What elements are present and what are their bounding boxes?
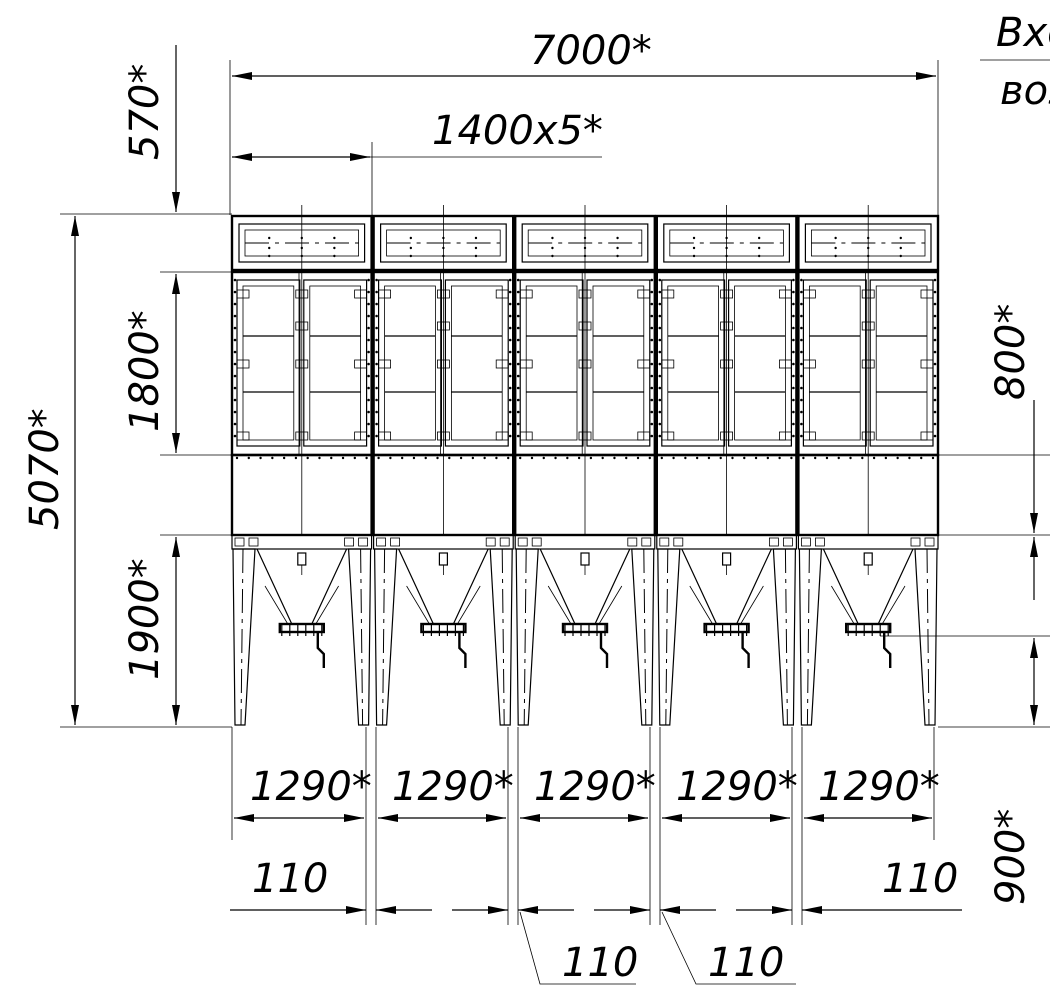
dim-right-upper-height: 800*: [988, 304, 1034, 400]
leg-spacing-label: 1290*: [818, 764, 940, 810]
extension-lines: [60, 59, 1050, 925]
dim-top-height: 570*: [122, 64, 168, 160]
filter-module: [655, 205, 798, 726]
corner-note-top: Вхо: [996, 10, 1050, 56]
filter-module: [797, 205, 940, 726]
gap-label-inner: 110: [562, 940, 638, 986]
filter-module: [514, 205, 657, 726]
leg-spacing-label: 1290*: [676, 764, 798, 810]
filter-module: [230, 205, 373, 726]
dimension-lines: [71, 45, 1038, 985]
corner-note-bottom: воз: [1000, 68, 1050, 114]
dimension-labels: 7000* 1400x5* 570* 1800* 5070* 1900* 800…: [22, 10, 1050, 986]
dim-total-height: 5070*: [22, 408, 68, 530]
dim-hopper-height: 1900*: [122, 558, 168, 680]
filter-modules: [230, 205, 940, 726]
leg-spacing-label: 1290*: [534, 764, 656, 810]
gap-label-left: 110: [252, 856, 328, 902]
gap-label-inner: 110: [708, 940, 784, 986]
dim-upper-section-height: 1800*: [122, 310, 168, 432]
filter-module: [372, 205, 515, 726]
gap-label-right: 110: [882, 856, 958, 902]
dim-right-lower-height: 900*: [988, 809, 1034, 905]
leg-spacing-label: 1290*: [392, 764, 514, 810]
dim-module-pitch: 1400x5*: [432, 108, 603, 154]
dim-overall-width: 7000*: [530, 28, 652, 74]
leg-spacing-label: 1290*: [250, 764, 372, 810]
